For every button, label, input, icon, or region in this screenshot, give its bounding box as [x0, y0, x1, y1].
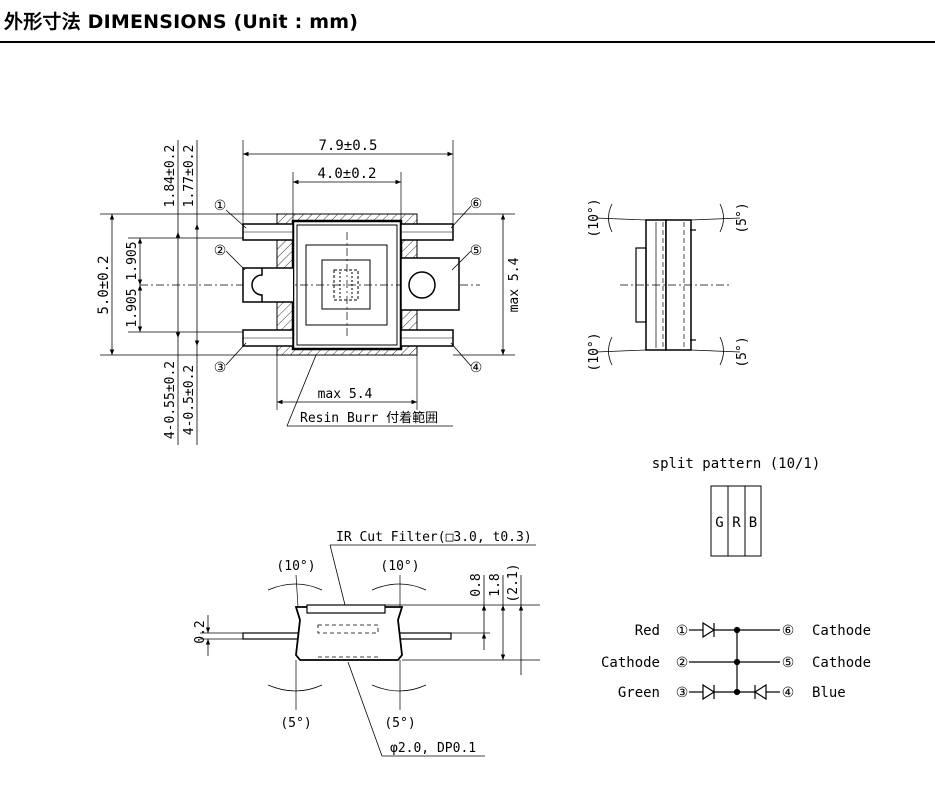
dim-top-a: 1.84±0.2 — [163, 145, 178, 208]
dim-width-outer: 7.9±0.5 — [318, 138, 377, 154]
split-cell-g: G — [715, 515, 723, 531]
pin-1-label: ① — [214, 198, 227, 214]
pin-5-label: ⑤ — [470, 243, 483, 259]
front-angle-top-right: (10°) — [380, 559, 419, 574]
top-view — [100, 140, 515, 445]
dim-bottom-b: 4-0.5±0.2 — [182, 365, 197, 435]
split-cell-r: R — [732, 515, 741, 531]
dim-top-b: 1.77±0.2 — [182, 145, 197, 208]
page-title: 外形寸法 DIMENSIONS (Unit : mm) — [4, 11, 359, 33]
front-view — [200, 544, 540, 757]
circuit-label-green: Green — [618, 685, 660, 701]
dim-max-bottom: max 5.4 — [318, 387, 373, 402]
front-angle-top-left: (10°) — [276, 559, 315, 574]
dim-pitch-lower: 1.905 — [125, 288, 140, 327]
dim-front-c: (2.1) — [506, 563, 521, 602]
dim-height-left: 5.0±0.2 — [96, 255, 112, 314]
dim-pitch-upper: 1.905 — [125, 241, 140, 280]
side-angle-bottom-left: (10°) — [587, 332, 602, 371]
circuit-label-cathode-left: Cathode — [601, 655, 660, 671]
front-angle-bottom-left: (5°) — [280, 716, 311, 731]
ir-filter-note: IR Cut Filter(□3.0, t0.3) — [336, 530, 532, 545]
circuit-label-red: Red — [635, 623, 660, 639]
circuit-pin-1: ① — [676, 623, 689, 639]
dim-width-inner: 4.0±0.2 — [317, 166, 376, 182]
pin-6-label: ⑥ — [470, 196, 483, 212]
circuit-pin-6: ⑥ — [782, 623, 795, 639]
pin-2-label: ② — [214, 243, 227, 259]
circuit-label-blue: Blue — [812, 685, 846, 701]
pin-circuit — [689, 621, 780, 701]
circuit-label-cathode-right-1: Cathode — [812, 623, 871, 639]
dim-front-left: 0.2 — [193, 620, 208, 643]
circuit-pin-5: ⑤ — [782, 655, 795, 671]
split-cell-b: B — [749, 515, 757, 531]
side-angle-top-left: (10°) — [587, 198, 602, 237]
circuit-label-cathode-right-2: Cathode — [812, 655, 871, 671]
dim-bottom-a: 4-0.55±0.2 — [163, 361, 178, 439]
circuit-pin-4: ④ — [782, 685, 795, 701]
circuit-pin-2: ② — [676, 655, 689, 671]
title-rule — [0, 41, 935, 43]
front-angle-bottom-right: (5°) — [384, 716, 415, 731]
dim-front-a: 0.8 — [469, 573, 484, 596]
dim-front-b: 1.8 — [488, 573, 503, 596]
side-angle-top-right: (5°) — [735, 202, 750, 233]
split-pattern-diagram — [710, 485, 762, 557]
resin-burr-note: Resin Burr 付着範囲 — [300, 410, 438, 426]
side-angle-bottom-right: (5°) — [735, 336, 750, 367]
pin-3-label: ③ — [214, 360, 227, 376]
dim-max-right: max 5.4 — [507, 257, 522, 312]
split-pattern-label: split pattern (10/1) — [652, 456, 821, 472]
pin-4-label: ④ — [470, 360, 483, 376]
circuit-pin-3: ③ — [676, 685, 689, 701]
dp-note: φ2.0, DP0.1 — [390, 741, 476, 756]
side-view — [595, 203, 741, 366]
